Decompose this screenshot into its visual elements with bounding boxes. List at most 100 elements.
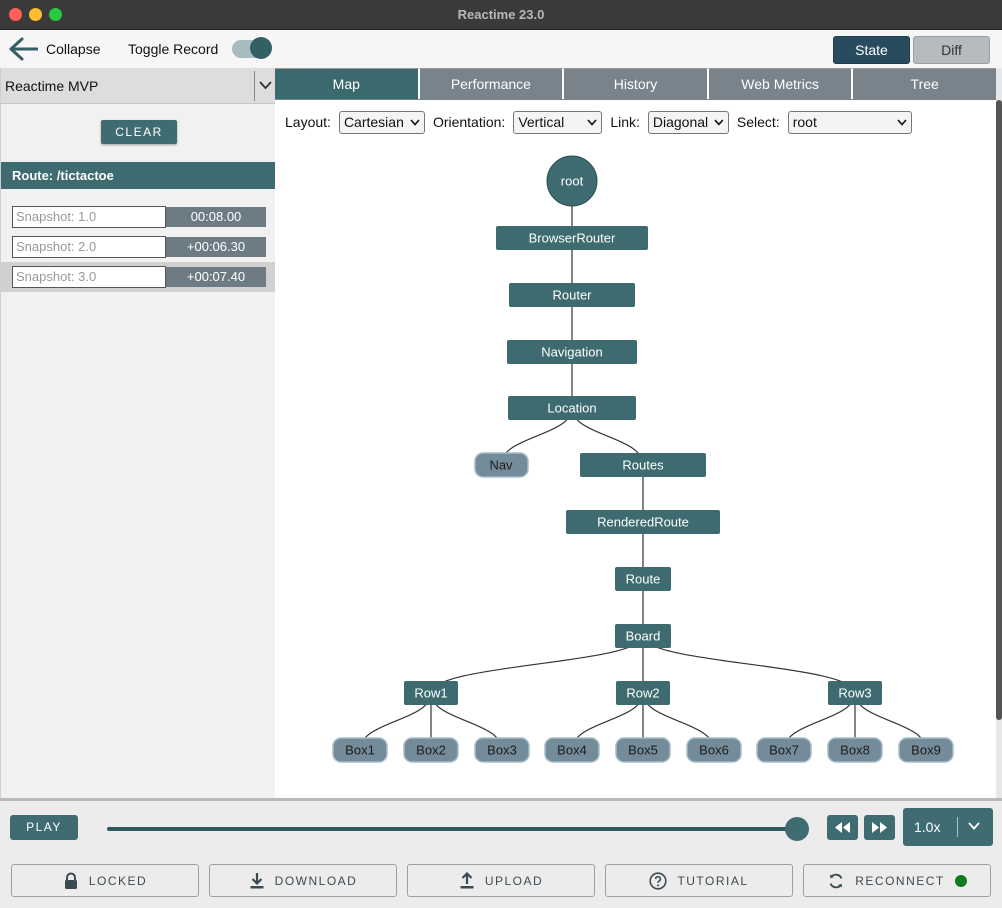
- layout-select[interactable]: Cartesian: [338, 110, 425, 134]
- orientation-select[interactable]: Vertical: [513, 110, 603, 134]
- arrow-left-icon: [9, 37, 38, 61]
- minimize-window-button[interactable]: [29, 8, 42, 21]
- fast-forward-icon: [872, 822, 887, 833]
- snapshot-slider-track[interactable]: [107, 827, 797, 831]
- playback-speed-select[interactable]: 1.0x: [903, 808, 993, 846]
- tree-node-label: Routes: [622, 458, 664, 473]
- tree-node[interactable]: Routes: [580, 453, 706, 477]
- lock-icon: [64, 872, 77, 889]
- snapshot-row-active[interactable]: Snapshot: 3.0 +00:07.40: [1, 262, 276, 292]
- tree-node-box: [828, 681, 882, 705]
- tree-node-box: [474, 452, 529, 478]
- step-back-button[interactable]: [827, 815, 858, 840]
- tree-node[interactable]: Board: [615, 624, 671, 648]
- chevron-down-icon: [587, 118, 597, 126]
- tree-node[interactable]: Navigation: [507, 340, 637, 364]
- tree-node-box: [827, 737, 883, 763]
- tree-node-box: [509, 283, 635, 307]
- tree-node-leaf[interactable]: Nav: [474, 452, 529, 478]
- tree-node-box: [544, 737, 600, 763]
- tree-node-box: [615, 737, 671, 763]
- tab-map[interactable]: Map: [275, 68, 420, 99]
- tree-node-label: Row3: [838, 686, 871, 701]
- upload-button-label: UPLOAD: [484, 873, 544, 888]
- tutorial-button[interactable]: TUTORIAL: [605, 864, 793, 897]
- top-toolbar: Collapse Toggle Record State Diff: [0, 30, 1002, 68]
- snapshot-label[interactable]: Snapshot: 1.0: [12, 206, 166, 228]
- tree-node-leaf[interactable]: Box9: [898, 737, 954, 763]
- tab-web-metrics[interactable]: Web Metrics: [708, 68, 854, 99]
- tree-node-label: Router: [552, 288, 592, 303]
- app-select-value: Reactime MVP: [5, 78, 99, 94]
- download-button[interactable]: DOWNLOAD: [209, 864, 397, 897]
- tree-node-box: [580, 453, 706, 477]
- snapshot-row[interactable]: Snapshot: 2.0 +00:06.30: [1, 232, 276, 262]
- download-button-label: DOWNLOAD: [274, 873, 358, 888]
- tree-node[interactable]: Route: [615, 567, 671, 591]
- toggle-record-knob: [250, 37, 273, 59]
- snapshot-slider-handle[interactable]: [785, 817, 809, 841]
- clear-button[interactable]: CLEAR: [101, 120, 177, 144]
- snapshot-label[interactable]: Snapshot: 3.0: [12, 266, 166, 288]
- app-select[interactable]: Reactime MVP: [1, 68, 276, 104]
- tree-link: [642, 635, 856, 694]
- app-select-divider: [254, 71, 255, 101]
- tree-node-label: Box6: [699, 743, 729, 758]
- tab-history[interactable]: History: [564, 68, 709, 99]
- tree-node[interactable]: BrowserRouter: [496, 226, 648, 250]
- tree-node[interactable]: Row2: [616, 681, 670, 705]
- tree-node-leaf[interactable]: Box7: [756, 737, 812, 763]
- reconnect-button[interactable]: RECONNECT: [803, 864, 991, 897]
- state-button[interactable]: State: [833, 36, 910, 64]
- tree-node-leaf[interactable]: Box8: [827, 737, 883, 763]
- tab-tree[interactable]: Tree: [853, 68, 996, 99]
- snapshot-row[interactable]: Snapshot: 1.0 00:08.00: [1, 202, 276, 232]
- maximize-window-button[interactable]: [49, 8, 62, 21]
- tree-node-label: Box7: [769, 743, 799, 758]
- tree-node-label: Box1: [345, 743, 375, 758]
- tree-node-leaf[interactable]: Box3: [474, 737, 530, 763]
- tree-node-leaf[interactable]: Box5: [615, 737, 671, 763]
- snapshot-label[interactable]: Snapshot: 2.0: [12, 236, 166, 258]
- collapse-button[interactable]: Collapse: [8, 34, 100, 64]
- chevron-down-icon: [968, 822, 980, 830]
- tree-node[interactable]: Location: [508, 396, 636, 420]
- download-icon: [250, 872, 264, 888]
- tree-node-box: [496, 226, 648, 250]
- tree-node-root[interactable]: root: [546, 155, 598, 207]
- play-button[interactable]: PLAY: [10, 815, 78, 840]
- tree-node-label: root: [561, 174, 584, 189]
- playback-speed-value: 1.0x: [914, 819, 941, 835]
- lock-button-label: LOCKED: [88, 873, 148, 888]
- tree-node-label: Box8: [840, 743, 870, 758]
- lock-button[interactable]: LOCKED: [11, 864, 199, 897]
- snapshot-time[interactable]: +00:06.30: [166, 237, 266, 257]
- route-header: Route: /tictactoe: [1, 162, 276, 189]
- tree-node[interactable]: Router: [509, 283, 635, 307]
- tree-node-leaf[interactable]: Box4: [544, 737, 600, 763]
- rewind-icon: [835, 822, 850, 833]
- tree-node-box: [616, 681, 670, 705]
- tree-node[interactable]: Row1: [404, 681, 458, 705]
- tree-node-leaf[interactable]: Box2: [403, 737, 459, 763]
- tree-node-leaf[interactable]: Box6: [686, 737, 742, 763]
- tree-node-box: [332, 737, 388, 763]
- tree-node-label: Box5: [628, 743, 658, 758]
- upload-button[interactable]: UPLOAD: [407, 864, 595, 897]
- link-select[interactable]: Diagonal: [647, 110, 729, 134]
- orientation-label: Orientation:: [432, 114, 506, 130]
- close-window-button[interactable]: [9, 8, 22, 21]
- node-select[interactable]: root: [787, 110, 912, 134]
- tree-node-label: Row2: [626, 686, 659, 701]
- tab-performance[interactable]: Performance: [419, 68, 565, 99]
- map-scrollbar[interactable]: [996, 100, 1002, 720]
- step-forward-button[interactable]: [864, 815, 895, 840]
- snapshot-time[interactable]: +00:07.40: [166, 267, 266, 287]
- tree-node[interactable]: Row3: [828, 681, 882, 705]
- tree-node-leaf[interactable]: Box1: [332, 737, 388, 763]
- diff-button[interactable]: Diff: [913, 36, 990, 64]
- snapshot-time[interactable]: 00:08.00: [166, 207, 266, 227]
- tree-node[interactable]: RenderedRoute: [566, 510, 720, 534]
- toggle-record-switch[interactable]: [232, 37, 273, 59]
- tree-node-box: [566, 510, 720, 534]
